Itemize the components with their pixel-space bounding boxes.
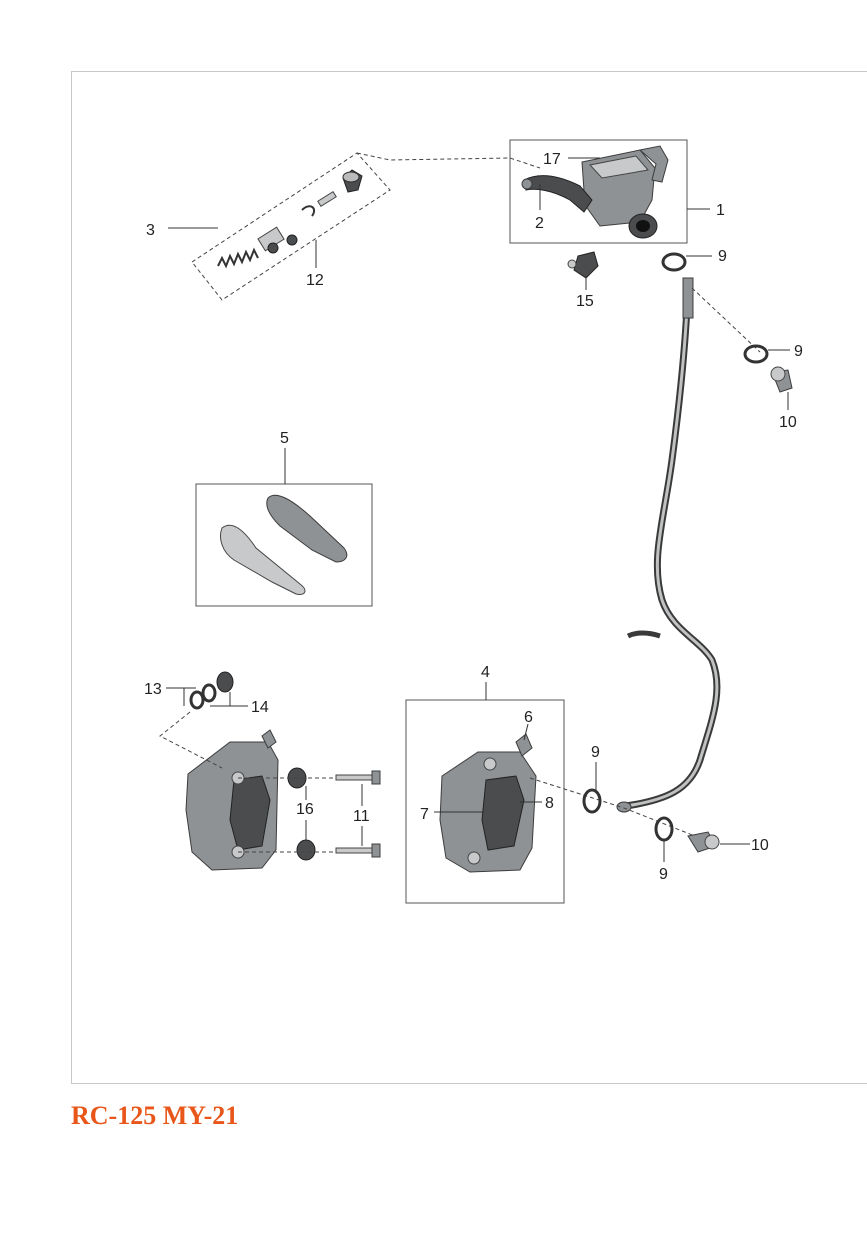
callout-9-lower: 9 [659,866,668,883]
callout-6: 6 [524,709,533,726]
callout-7: 7 [420,806,429,823]
callout-17: 17 [543,151,561,168]
ring-13a [189,690,205,710]
callout-9-top: 9 [718,248,727,265]
callout-9-right: 9 [794,343,803,360]
seal-b [286,234,298,246]
push-rod [317,190,337,208]
washer-9-caliper [582,788,602,814]
callout-11: 11 [353,808,370,825]
master-cylinder-box [509,139,688,244]
seal-a [267,242,279,254]
sleeve-bottom [296,839,316,861]
caliper-new-mount-top [483,757,497,771]
banjo-bolt-top-head [770,366,786,382]
callout-16: 16 [296,801,314,818]
callout-5: 5 [280,430,289,447]
cylinder-bore [636,220,650,232]
brake-hose-highlight [624,284,719,808]
reservoir-cap [589,155,649,179]
brake-pads-box [195,483,373,607]
washer-9-right [743,344,769,364]
circlip [301,205,316,217]
callout-12: 12 [306,272,324,289]
model-caption: RC-125 MY-21 [71,1101,239,1130]
banjo-top-axis [691,287,761,353]
brake-pad-left [220,524,306,595]
brake-pad-right [266,494,348,563]
diagram-frame [71,71,867,1084]
banjo-bottom-axis [529,777,701,839]
banjo-bolt-bottom-head [704,834,720,850]
caliper-left-face [229,775,271,851]
piston-seal-14 [216,671,234,693]
dust-boot-top [342,171,360,183]
master-cylinder-group [509,139,688,244]
callout-14: 14 [251,699,269,716]
callout-8: 8 [545,795,554,812]
callout-9-caliper: 9 [591,744,600,761]
caliper-new-face [481,775,525,851]
bolt-bottom [335,847,375,854]
repair-kit-group [191,152,541,301]
callout-10-bottom: 10 [751,837,769,854]
hose-fitting-bottom [616,801,632,813]
caliper-box [405,699,565,904]
brake-lever [523,175,593,213]
hose-clip [626,630,661,639]
brake-hose-group [529,277,761,839]
bracket-15-hole [567,259,577,269]
washer-9-top [661,252,687,272]
bolt-top-head [371,770,381,785]
bolt-top [335,774,375,781]
bracket-15-shape [573,251,599,279]
seal-link-line [159,711,223,769]
bleed-valve [515,733,533,757]
repair-kit-link-line [356,152,541,169]
caliper-assembly-group [405,699,565,904]
spring [217,247,259,269]
callout-15: 15 [576,293,594,310]
ring-13b [201,683,217,703]
callout-1: 1 [716,202,725,219]
lever-tip [521,178,533,190]
callout-10-top: 10 [779,414,797,431]
callout-2: 2 [535,215,544,232]
bolt-bottom-head [371,843,381,858]
washer-9-lower [654,816,674,842]
callout-13: 13 [144,681,162,698]
callout-3: 3 [146,222,155,239]
bracket-part-15 [567,251,599,279]
washers-and-banjo-bolts [582,252,793,853]
brake-hose [622,282,721,810]
repair-kit-outline [191,152,391,301]
caliper-left-bleeder [261,729,277,749]
callout-4: 4 [481,664,490,681]
hose-fitting-top [682,277,694,319]
brake-pads-group [195,483,373,607]
leader-lines [166,157,790,862]
caliper-new-mount-bottom [467,851,481,865]
caliper-left-group [159,671,381,871]
handlebar-clamp [638,145,669,183]
callout-numbers: 1 2 3 4 5 6 7 8 9 9 9 9 10 10 11 12 13 1… [144,151,803,883]
